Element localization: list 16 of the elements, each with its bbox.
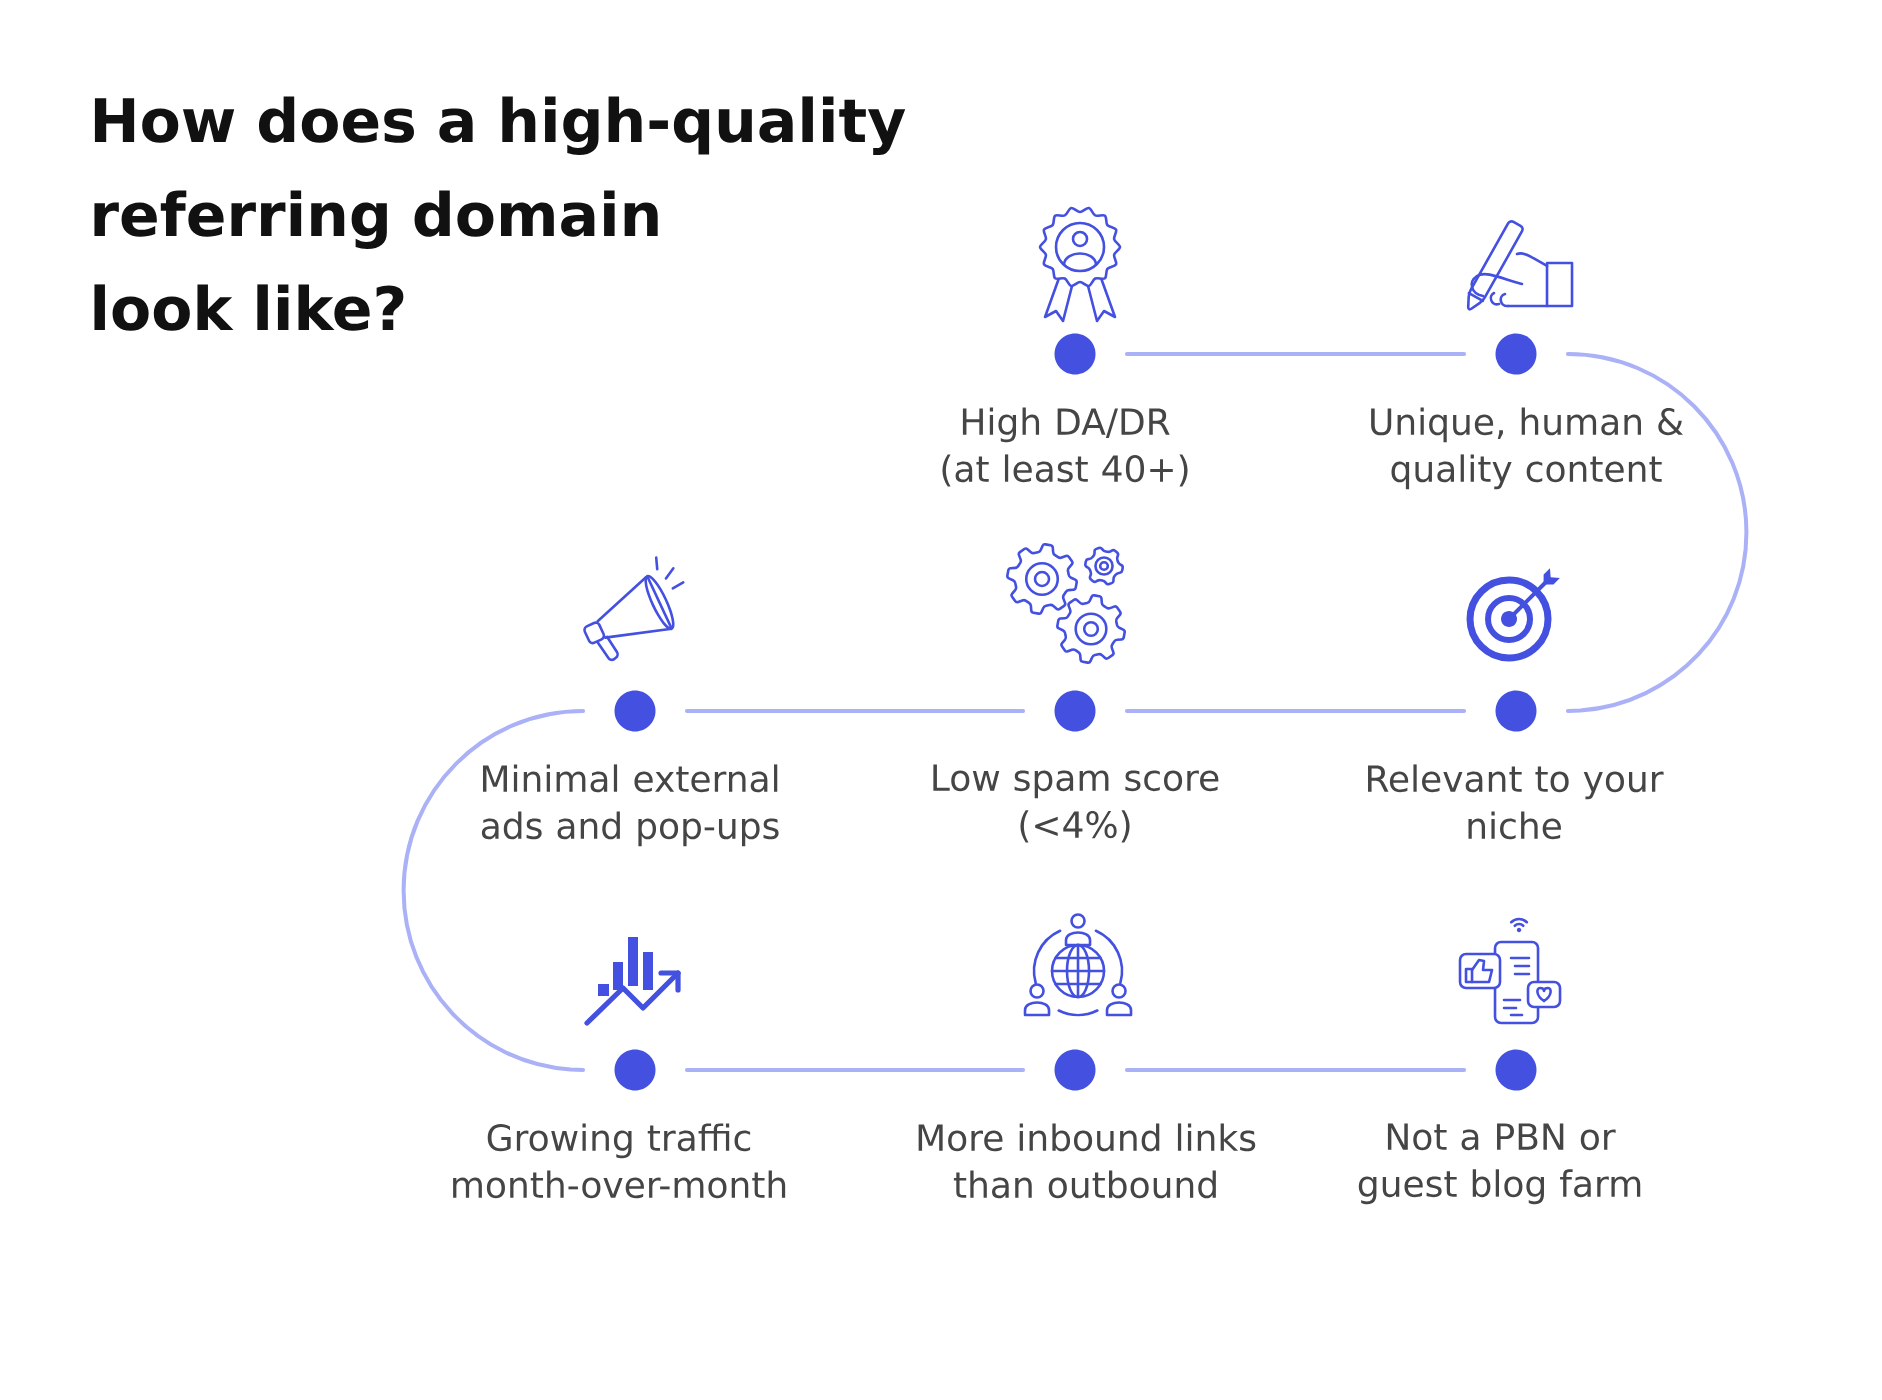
connector-line: [684, 1068, 1026, 1072]
connector-line: [1565, 352, 1749, 713]
step-label: Growing traffic month-over-month: [453, 1123, 786, 1199]
step-label: Unique, human & quality content: [1371, 407, 1683, 490]
step-label: Minimal external ads and pop-ups: [481, 764, 779, 847]
step-label: Low spam score (<4%): [933, 764, 1219, 843]
connector-line: [401, 709, 586, 1072]
step-label: Not a PBN or guest blog farm: [1358, 1123, 1641, 1205]
title: How does a high-quality referring domain look like?: [94, 96, 906, 331]
step-label: More inbound links than outbound: [918, 1123, 1256, 1199]
step-label: High DA/DR (at least 40+): [942, 407, 1188, 487]
connector-line: [1124, 709, 1467, 713]
connector-line: [1124, 1068, 1467, 1072]
step-label: Relevant to your niche: [1368, 764, 1664, 840]
connector-line: [684, 709, 1026, 713]
connector-line: [1124, 352, 1467, 356]
